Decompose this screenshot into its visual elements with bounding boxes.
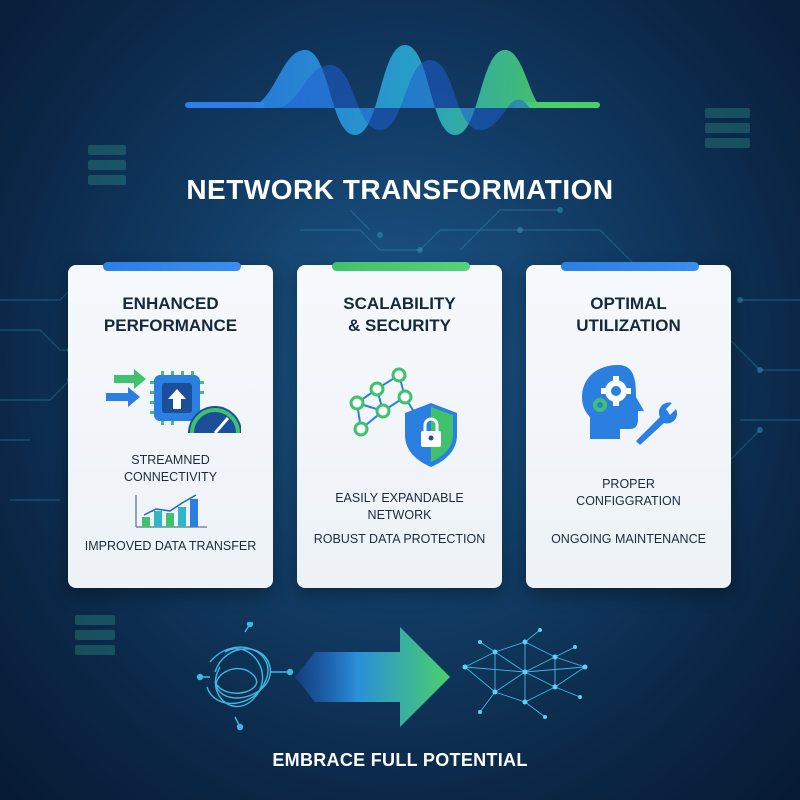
card-heading: OPTIMAL UTILIZATION bbox=[576, 294, 681, 335]
feature-line: ONGOING MAINTENANCE bbox=[551, 532, 706, 546]
scalability-card: SCALABILITY & SECURITY EASILY EXPANDABLE… bbox=[297, 262, 502, 588]
transformation-flow bbox=[196, 622, 588, 731]
tangled-network-icon bbox=[196, 622, 294, 731]
page-title: NETWORK TRANSFORMATION bbox=[186, 174, 614, 205]
feature-line: IMPROVED DATA TRANSFER bbox=[84, 539, 257, 553]
feature-line: NETWORK bbox=[367, 508, 432, 522]
feature-line: CONNECTIVITY bbox=[123, 470, 218, 484]
head-gears-wrench-icon bbox=[582, 365, 678, 445]
bar-chart-icon bbox=[135, 494, 207, 528]
feature-line: CONFIGGRATION bbox=[576, 494, 681, 508]
card-heading: SCALABILITY & SECURITY bbox=[343, 294, 456, 335]
right-arrow-icon bbox=[295, 627, 450, 727]
card-accent-bar bbox=[332, 262, 470, 271]
card-heading: ENHANCED PERFORMANCE bbox=[103, 294, 238, 335]
waveform-logo-icon bbox=[185, 45, 600, 135]
feature-line: PROPER bbox=[602, 477, 655, 491]
card-accent-bar bbox=[103, 262, 241, 271]
network-shield-lock-icon bbox=[349, 367, 457, 467]
feature-line: STREAMNED bbox=[131, 453, 210, 467]
feature-line: EASILY EXPANDABLE bbox=[335, 491, 464, 505]
chip-speedometer-icon bbox=[106, 369, 241, 434]
tagline: EMBRACE FULL POTENTIAL bbox=[272, 750, 528, 770]
feature-line: ROBUST DATA PROTECTION bbox=[313, 532, 486, 546]
utilization-card: OPTIMAL UTILIZATION PROPER CONFIGGRATION… bbox=[526, 262, 731, 588]
performance-card: ENHANCED PERFORMANCE STREAMNED CONNECTIV… bbox=[68, 262, 273, 588]
card-accent-bar bbox=[561, 262, 699, 271]
